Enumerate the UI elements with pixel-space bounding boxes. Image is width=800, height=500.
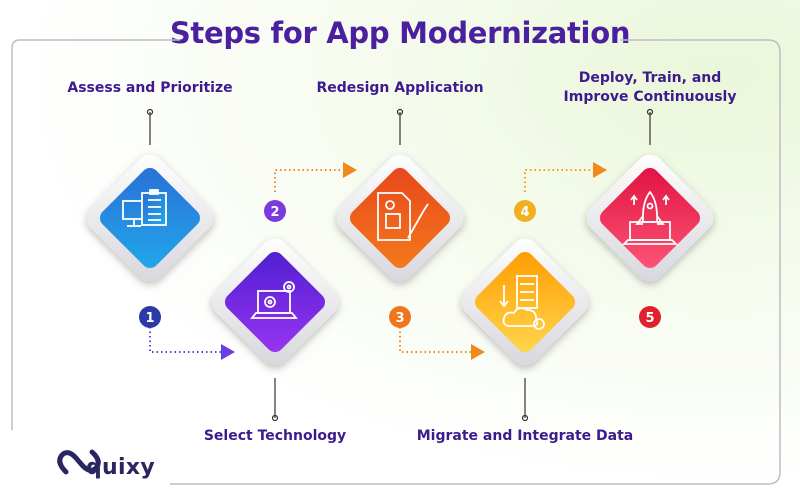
step-1-label: Assess and Prioritize: [67, 80, 233, 96]
svg-text:1: 1: [145, 311, 154, 326]
page-title: Steps for App Modernization: [169, 16, 631, 50]
step-5-diamond: [586, 154, 714, 282]
step-5-label-line-2: Improve Continuously: [563, 89, 737, 105]
step-4-label: Migrate and Integrate Data: [416, 428, 634, 444]
step-1-badge: 1: [139, 306, 161, 328]
svg-text:5: 5: [645, 311, 654, 326]
step-4-diamond: [461, 238, 589, 366]
step-3-badge: 3: [389, 306, 411, 328]
step-3-label: Redesign Application: [316, 80, 484, 96]
document-design-icon: [377, 192, 429, 241]
step-5-label: Deploy, Train, and Improve Continuously: [550, 69, 750, 107]
connector-1-2: [149, 327, 235, 360]
step-5-label-line-1: Deploy, Train, and: [578, 70, 722, 86]
connector-3-4: [399, 327, 485, 360]
step-2-label: Select Technology: [203, 428, 347, 444]
svg-text:4: 4: [520, 205, 529, 220]
svg-text:3: 3: [395, 311, 404, 326]
connector-4-5: [524, 162, 607, 192]
laptop-gear-icon: [250, 281, 298, 319]
svg-text:2: 2: [270, 205, 279, 220]
outer-frame: [11, 39, 781, 485]
step-5-badge: 5: [639, 306, 661, 328]
step-4-badge: 4: [514, 200, 536, 222]
quixy-logo-icon: [57, 449, 101, 475]
cloud-server-icon: [499, 275, 545, 330]
rocket-laptop-icon: [621, 190, 679, 245]
checklist-monitor-icon: [122, 189, 167, 227]
step-2-badge: 2: [264, 200, 286, 222]
connector-2-3: [274, 162, 357, 192]
quixy-logo-text: quixy: [86, 455, 155, 480]
